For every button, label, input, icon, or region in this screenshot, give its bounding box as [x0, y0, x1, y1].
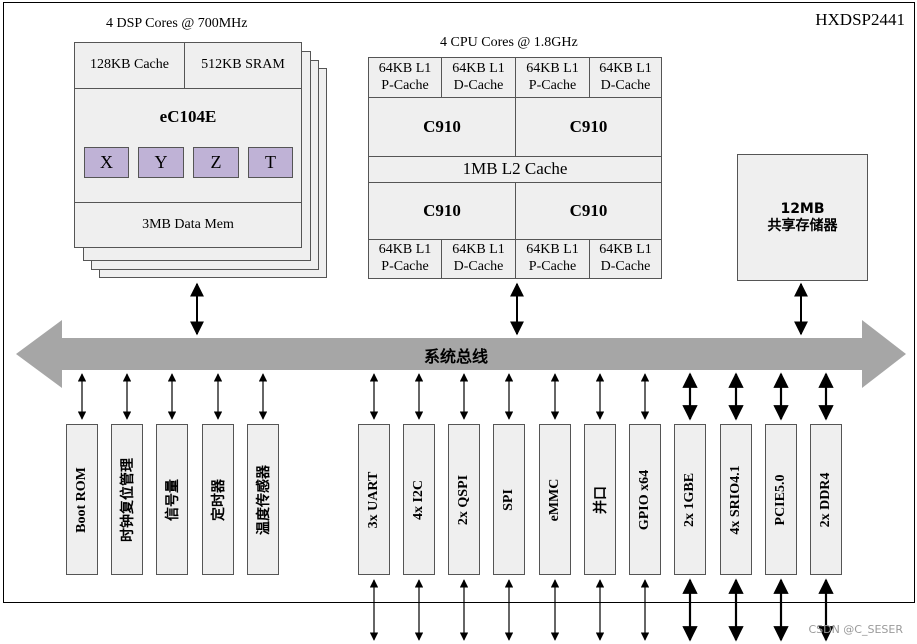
peripheral-label: eMMC [547, 478, 562, 521]
cache-type: D-Cache [600, 77, 651, 93]
cache-type: D-Cache [453, 77, 504, 93]
cache-type: P-Cache [381, 77, 429, 93]
cache-size: 64KB L1 [378, 242, 432, 258]
register-z: Z [193, 147, 239, 178]
peripheral-label: 4x I2C [411, 479, 426, 520]
peripheral-label: 2x QSPI [456, 474, 471, 525]
cache-size: 64KB L1 [452, 60, 505, 76]
peripheral-ddr4: 2x DDR4 [810, 424, 842, 575]
peripheral-label: 信号量 [166, 478, 181, 521]
cache-size: 64KB L1 [526, 242, 579, 258]
system-bus-arrow [16, 320, 906, 388]
cache-size: 64KB L1 [526, 60, 579, 76]
peripheral-pcie: PCIE5.0 [765, 424, 797, 575]
dsp-cache: 128KB Cache [75, 43, 185, 89]
peripheral-label: PCIE5.0 [773, 474, 788, 525]
register-y: Y [138, 147, 184, 178]
shared-memory-label: 共享存储器 [767, 217, 838, 234]
cache-type: P-Cache [528, 77, 577, 93]
cache-type: D-Cache [453, 259, 504, 274]
peripheral-label: 4x SRIO4.1 [728, 464, 743, 535]
dsp-title: 4 DSP Cores @ 700MHz [106, 16, 248, 31]
peripheral-temp-sensor: 温度传感器 [247, 424, 279, 575]
cpu-l2-cache: 1MB L2 Cache [369, 157, 661, 183]
peripheral-i2c: 4x I2C [403, 424, 435, 575]
shared-memory-size: 12MB [780, 200, 825, 217]
peripheral-1gbe: 2x 1GBE [674, 424, 706, 575]
peripheral-semaphore: 信号量 [156, 424, 188, 575]
cache-size: 64KB L1 [599, 60, 652, 76]
cache-size: 64KB L1 [378, 60, 432, 76]
cache-size: 64KB L1 [452, 242, 505, 258]
peripheral-label: 2x 1GBE [682, 472, 697, 527]
watermark: CSDN @C_SESER [808, 623, 903, 636]
chip-name: HXDSP2441 [815, 10, 905, 29]
peripheral-timer: 定时器 [202, 424, 234, 575]
cache-type: D-Cache [600, 259, 651, 274]
chip-frame [3, 2, 915, 603]
peripheral-srio: 4x SRIO4.1 [720, 424, 752, 575]
cpu-core-4: C910 [516, 183, 661, 240]
dsp-sram: 512KB SRAM [185, 43, 301, 89]
shared-memory: 12MB 共享存储器 [737, 154, 868, 281]
register-x: X [84, 147, 129, 178]
peripheral-label: SPI [501, 488, 516, 511]
peripheral-label: GPIO x64 [637, 469, 652, 530]
peripheral-label: 定时器 [212, 478, 227, 521]
peripheral-label: 并口 [594, 485, 609, 514]
cpu-core-2: C910 [516, 98, 661, 157]
cache-size: 64KB L1 [599, 242, 652, 258]
peripheral-emmc: eMMC [539, 424, 571, 575]
peripheral-label: Boot ROM [74, 466, 89, 533]
dsp-core-block: 128KB Cache 512KB SRAM eC104E X Y Z T 3M… [74, 42, 302, 248]
cpu-core-3: C910 [369, 183, 516, 240]
cache-type: P-Cache [381, 259, 429, 274]
system-bus-label: 系统总线 [424, 347, 489, 366]
peripheral-qspi: 2x QSPI [448, 424, 480, 575]
peripheral-label: 2x DDR4 [818, 472, 833, 527]
peripheral-spi: SPI [493, 424, 525, 575]
cpu-title: 4 CPU Cores @ 1.8GHz [440, 35, 578, 50]
peripheral-gpio: GPIO x64 [629, 424, 661, 575]
register-t: T [248, 147, 293, 178]
peripheral-clock-reset: 时钟复位管理 [111, 424, 143, 575]
peripheral-parallel-port: 并口 [584, 424, 616, 575]
dsp-core-name: eC104E [159, 106, 217, 126]
peripheral-boot-rom: Boot ROM [66, 424, 98, 575]
peripheral-label: 时钟复位管理 [121, 457, 136, 542]
peripheral-uart: 3x UART [358, 424, 390, 575]
peripheral-label: 3x UART [366, 471, 381, 528]
cpu-core-1: C910 [369, 98, 516, 157]
dsp-data-mem: 3MB Data Mem [75, 202, 301, 247]
cache-type: P-Cache [528, 259, 577, 274]
peripheral-label: 温度传感器 [257, 464, 272, 535]
